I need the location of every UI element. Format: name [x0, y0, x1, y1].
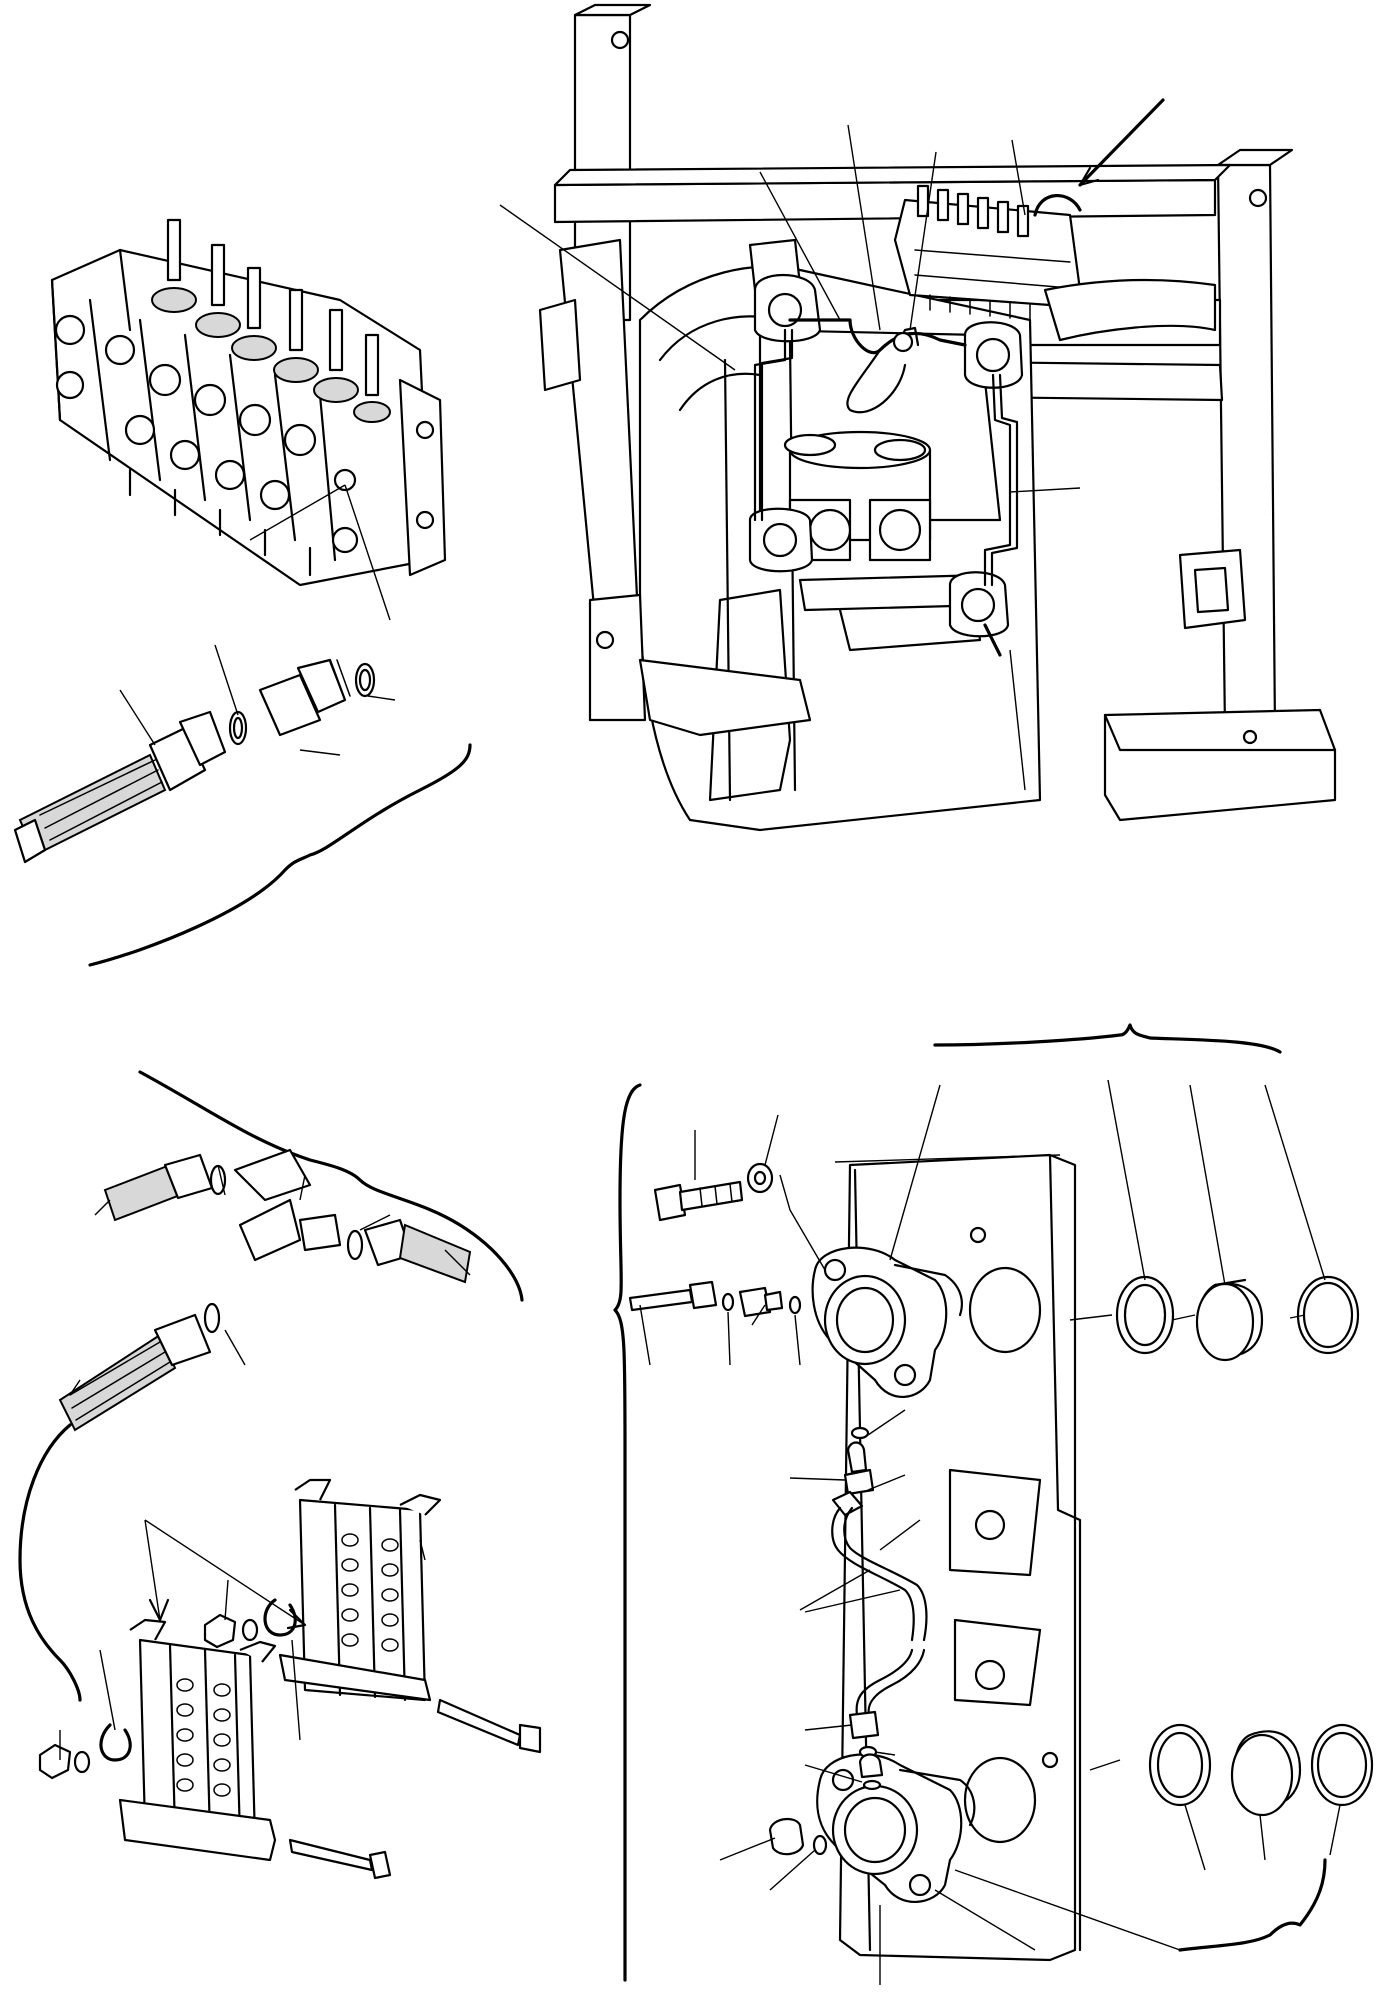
swing-plate-assembly: [613, 1023, 1374, 1985]
swing-frame-assembly: [499, 3, 1337, 832]
control-valve-assembly: [50, 218, 447, 621]
tee-fittings-exploded: [18, 1070, 524, 1702]
hose-clamp-assembly: [38, 1478, 542, 1880]
fitting-hose-exploded: [13, 644, 472, 967]
